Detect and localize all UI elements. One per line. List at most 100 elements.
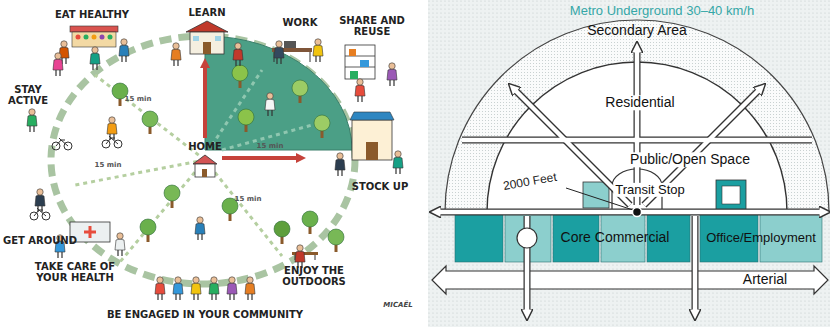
tree-symbol (314, 115, 330, 138)
home-house (195, 164, 215, 177)
tree-symbol (292, 80, 308, 103)
shop-building (352, 120, 392, 160)
school-building (186, 21, 228, 54)
shop-building (350, 112, 394, 120)
annotation-label: EAT HEALTHY (55, 9, 129, 20)
tree-symbol (142, 111, 158, 134)
work-desk (284, 41, 296, 48)
radial-path (75, 160, 205, 185)
radial-path (120, 160, 205, 262)
annotation-label: BE ENGAGED IN YOUR COMMUNITY (107, 309, 303, 320)
person-figure (107, 117, 117, 140)
double-arrow-band (432, 266, 828, 294)
reuse-shelf (345, 45, 375, 79)
market-stall (100, 35, 105, 40)
home-house (193, 155, 217, 177)
market-stall (72, 32, 116, 47)
person-figure (195, 217, 205, 240)
person-figure (27, 109, 37, 132)
person-figure (274, 41, 284, 64)
annotation-label: WORK (283, 17, 318, 28)
walking-ring (51, 36, 355, 284)
person-figure (393, 151, 403, 174)
node-label: Core Commercial (561, 230, 670, 245)
school-building (190, 32, 224, 54)
land-use-block (455, 214, 503, 262)
walk-time-label: 15 min (235, 196, 262, 204)
annotation-label: STAY ACTIVE (3, 84, 53, 106)
reuse-shelf (345, 56, 375, 67)
tree-symbol (232, 65, 248, 88)
school-building (215, 36, 221, 41)
bicycle-symbol (30, 208, 50, 220)
green-sector (205, 36, 352, 150)
shop-building (366, 142, 378, 160)
person-figure (265, 93, 275, 116)
person-figure (90, 47, 100, 70)
direction-arrow (203, 66, 207, 138)
arterial-road: Arterial (432, 264, 828, 296)
shop-building (350, 112, 394, 160)
person-figure (313, 39, 323, 62)
tree-symbol (302, 211, 318, 234)
bicycle-symbol (102, 136, 122, 148)
clinic-desk (84, 226, 96, 238)
person-figure (155, 277, 165, 300)
market-stall (108, 35, 113, 40)
home-house (202, 169, 207, 177)
person-figure (119, 39, 129, 62)
annotation-label: LEARN (188, 7, 225, 18)
land-use-block (505, 214, 551, 262)
bicycle-symbol (30, 136, 122, 220)
school-building (193, 36, 199, 41)
outer-semicircle (445, 20, 829, 212)
person-figure (209, 277, 219, 300)
person-figure (335, 153, 345, 176)
annotation-label: TAKE CARE OF YOUR HEALTH (29, 261, 121, 283)
walk-time-label: MICAËL (383, 302, 412, 310)
annotation-label: HOME (188, 141, 222, 152)
person-figure (387, 63, 397, 86)
radial-path (75, 70, 330, 262)
right-background (428, 0, 830, 327)
reuse-shelf (345, 45, 375, 79)
tree-symbol (164, 185, 180, 208)
reuse-shelf (360, 60, 369, 67)
radial-path (212, 70, 262, 145)
node-label: Arterial (743, 272, 787, 287)
road-outline (692, 216, 699, 310)
radial-path (205, 160, 282, 256)
home-house (193, 155, 217, 164)
tree-symbol (274, 221, 290, 244)
annotation-label: GET AROUND (3, 235, 77, 246)
person-figure (227, 277, 237, 300)
person-figure (191, 277, 201, 300)
person-figure (295, 245, 305, 268)
person-figure (233, 43, 243, 66)
inner-area: ResidentialPublic/Open SpaceTransit Stop (487, 62, 787, 212)
person-figure (245, 277, 255, 300)
market-stall (70, 26, 118, 32)
bicycle-symbol (52, 138, 72, 150)
person-figure (53, 53, 63, 76)
inner-semicircle (487, 62, 787, 212)
person-figure (27, 39, 403, 300)
node-label: Transit Stop (613, 183, 687, 197)
tree-symbol (140, 219, 156, 242)
market-stall (84, 35, 89, 40)
person-figure (115, 233, 125, 256)
node-label: Residential (603, 95, 676, 110)
tree-symbol (112, 65, 344, 252)
reuse-shelf (350, 71, 358, 79)
right-background (428, 0, 830, 327)
person-figure (173, 277, 183, 300)
core-commercial: Core Commercial (455, 214, 690, 262)
annotation-label: ENJOY THE OUTDOORS (274, 265, 354, 287)
node-label: Office/Employment (706, 231, 816, 245)
market-stall (70, 26, 118, 47)
reuse-shelf (349, 49, 356, 56)
walk-time-label: 15 min (257, 143, 284, 151)
person-figure (355, 79, 365, 102)
person-figure (171, 43, 181, 66)
direction-arrow (222, 156, 298, 160)
